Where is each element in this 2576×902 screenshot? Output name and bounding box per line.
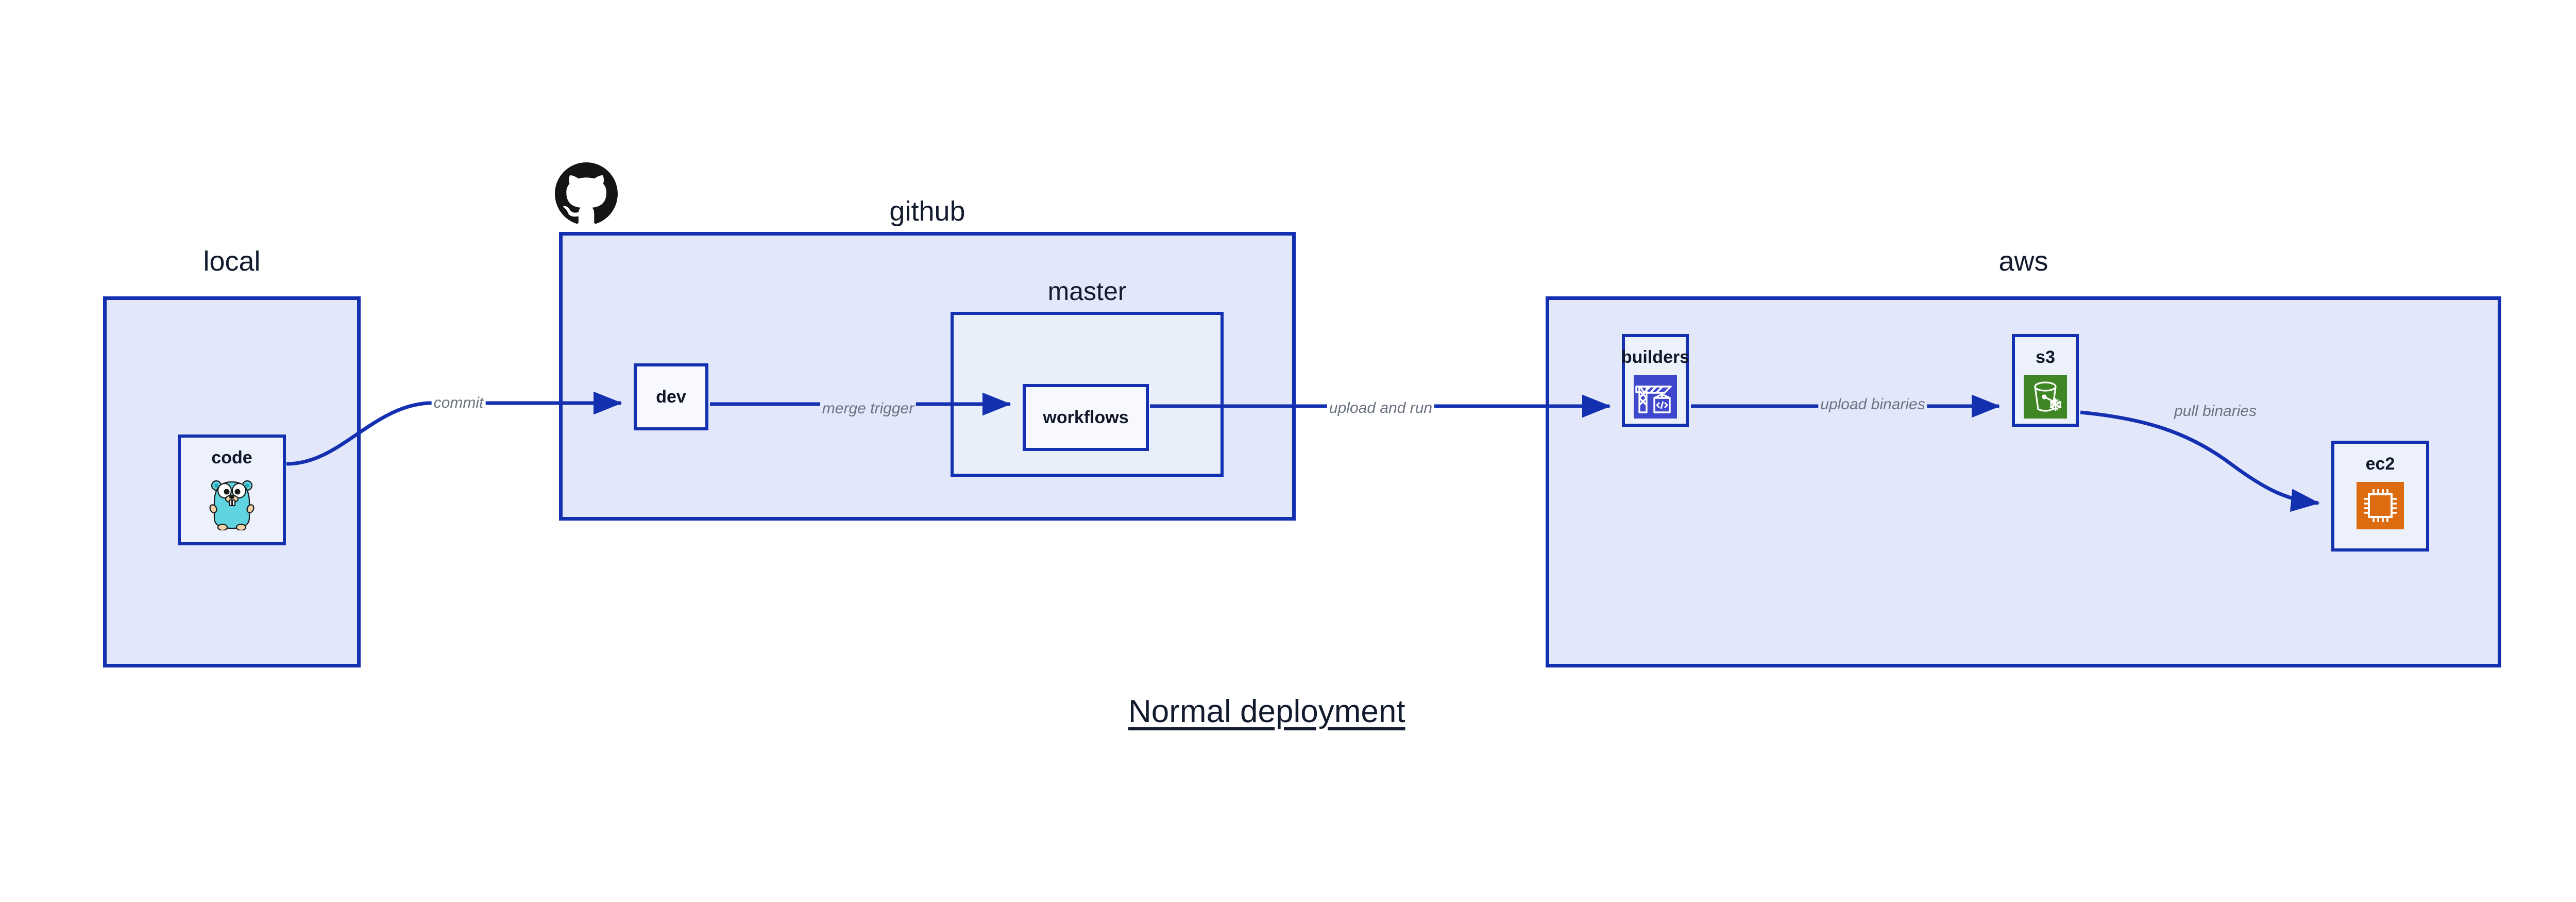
node-builders-label: builders	[1621, 347, 1690, 367]
node-workflows[interactable]: workflows	[1023, 384, 1149, 451]
node-workflows-label: workflows	[1043, 408, 1129, 427]
node-code-label: code	[211, 448, 252, 467]
github-octocat-icon	[555, 162, 618, 228]
group-title-local: local	[203, 246, 261, 277]
edge-label-commit: commit	[431, 394, 486, 411]
edge-label-upload-binaries: upload binaries	[1818, 396, 1927, 413]
edge-label-merge-trigger: merge trigger	[820, 400, 917, 417]
group-title-aws: aws	[1998, 246, 2048, 277]
group-title-master: master	[1047, 277, 1127, 306]
node-ec2[interactable]: ec2	[2331, 441, 2429, 552]
node-ec2-label: ec2	[2365, 454, 2395, 474]
node-code[interactable]: code	[178, 435, 286, 545]
aws-ec2-chip-icon	[2357, 482, 2404, 532]
edge-label-pull-binaries: pull binaries	[2172, 403, 2259, 420]
aws-codebuild-icon	[1634, 375, 1677, 421]
group-title-github: github	[889, 196, 965, 227]
go-gopher-icon	[208, 476, 256, 533]
aws-s3-bucket-icon	[2024, 375, 2067, 421]
node-builders[interactable]: builders	[1621, 334, 1690, 427]
edge-label-upload-and-run: upload and run	[1327, 399, 1435, 416]
diagram-caption: Normal deployment	[1128, 694, 1405, 729]
node-dev-label: dev	[656, 387, 686, 407]
node-s3[interactable]: s3	[2012, 334, 2079, 427]
node-dev[interactable]: dev	[634, 363, 708, 430]
node-s3-label: s3	[2036, 347, 2055, 367]
